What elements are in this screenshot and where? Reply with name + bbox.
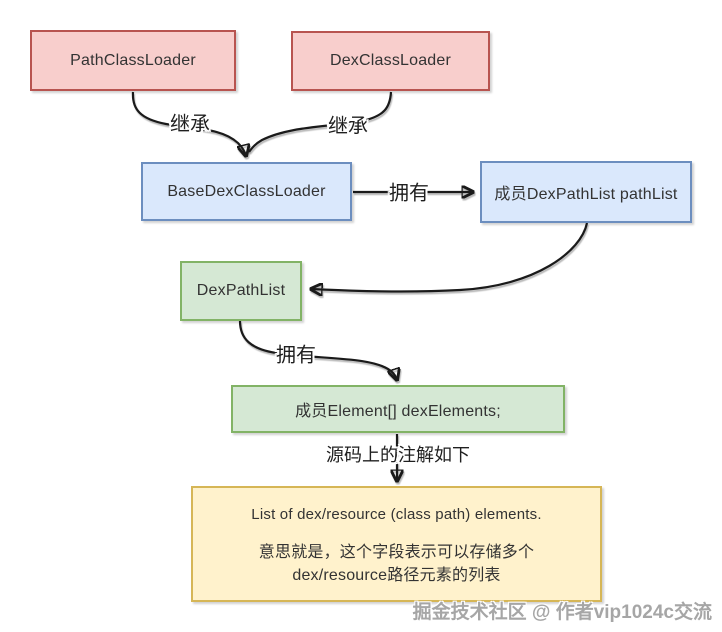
note-source-comment: List of dex/resource (class path) elemen… [191, 486, 602, 602]
edge-label-annotation: 源码上的注解如下 [326, 445, 470, 465]
edge-label-owns-elements: 拥有 [276, 344, 316, 367]
node-dexclassloader: DexClassLoader [291, 31, 490, 91]
node-member-dexelements: 成员Element[] dexElements; [231, 385, 565, 433]
edge-inherit-right [248, 91, 393, 153]
edge-owns-elements [238, 320, 397, 380]
edge-label-owns-pathlist: 拥有 [389, 182, 429, 205]
edge-label-inherit-right: 继承 [328, 115, 368, 138]
node-basedexclassloader: BaseDexClassLoader [141, 162, 352, 221]
edge-label-inherit-left: 继承 [170, 113, 210, 136]
edge-inherit-left [131, 91, 246, 156]
edge-pathlist-to-dexpathlist [311, 222, 589, 292]
note-line-english: List of dex/resource (class path) elemen… [251, 506, 542, 523]
note-line-chinese-2: dex/resource路径元素的列表 [292, 567, 501, 584]
note-line-chinese-1: 意思就是，这个字段表示可以存储多个 [258, 544, 535, 561]
node-pathclassloader: PathClassLoader [30, 30, 236, 91]
watermark: 掘金技术社区 @ 作者vip1024c交流 [412, 602, 712, 623]
node-member-dexpathlist-pathlist: 成员DexPathList pathList [480, 161, 692, 223]
node-dexpathlist: DexPathList [180, 261, 302, 321]
